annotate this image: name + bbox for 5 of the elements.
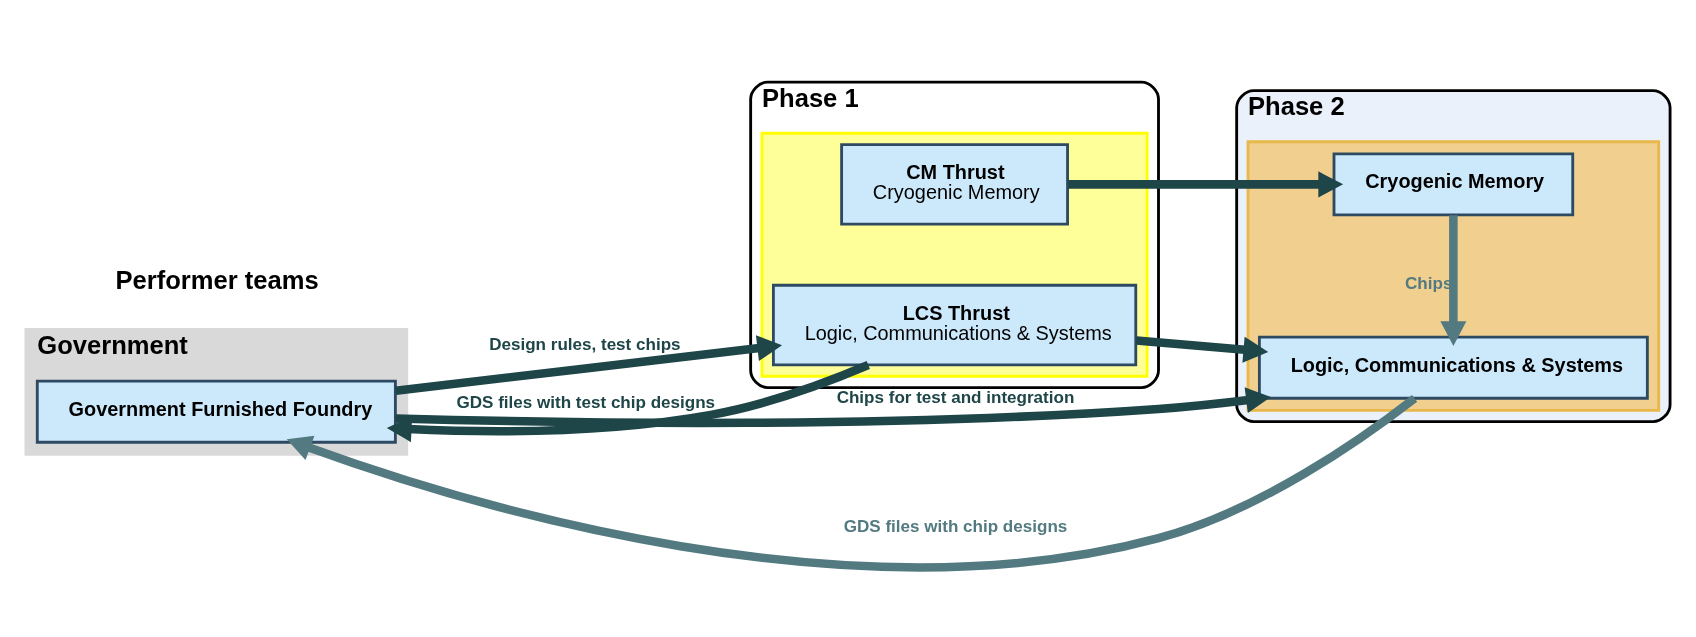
edge-label: GDS files with chip designs [843, 516, 1068, 536]
label: Performer teams [115, 265, 319, 294]
edge-label: Design rules, test chips [489, 334, 681, 354]
edge-label: GDS files with test chip designs [456, 392, 716, 412]
edge-label: Chips for test and integration [836, 387, 1075, 407]
